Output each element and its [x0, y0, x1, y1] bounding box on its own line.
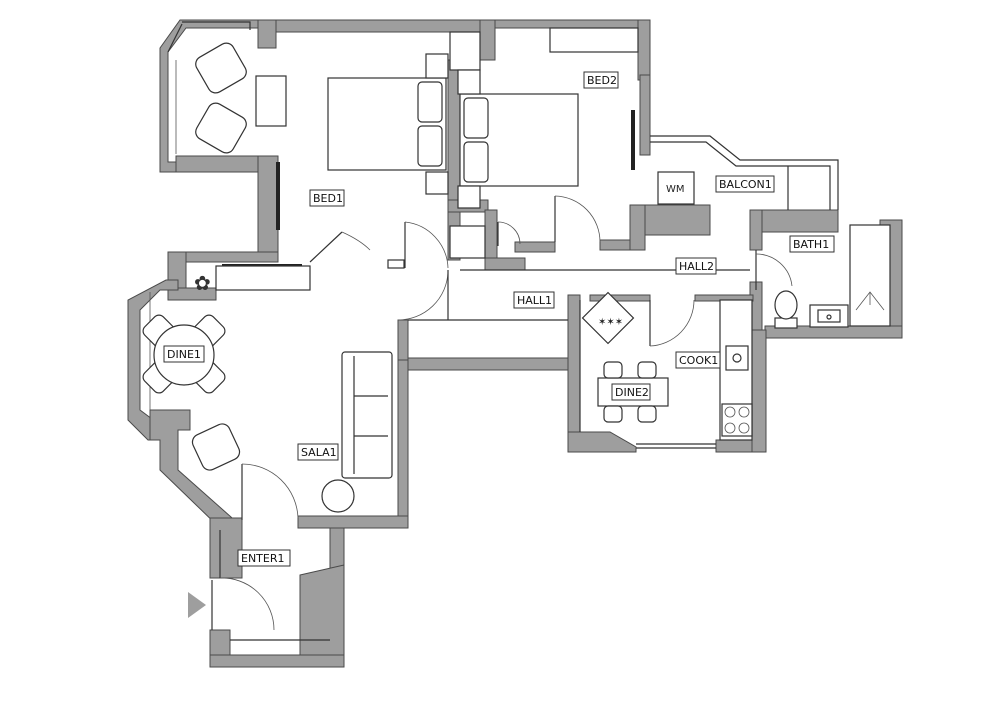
- svg-text:COOK1: COOK1: [679, 354, 718, 367]
- svg-text:BATH1: BATH1: [793, 238, 829, 251]
- svg-text:HALL1: HALL1: [517, 294, 552, 307]
- svg-text:DINE2: DINE2: [615, 386, 649, 399]
- svg-text:BED2: BED2: [587, 74, 617, 87]
- armchair: [195, 102, 247, 154]
- side-table: [321, 479, 355, 513]
- svg-text:BALCON1: BALCON1: [719, 178, 772, 191]
- entry-arrow-icon: [188, 592, 206, 618]
- armchair: [195, 42, 247, 94]
- label-dine2: DINE2: [611, 383, 651, 401]
- label-bed1: BED1: [309, 189, 345, 207]
- armchair: [191, 423, 241, 471]
- washing-machine: [657, 171, 695, 205]
- cooktop: [581, 291, 635, 345]
- svg-text:BED1: BED1: [313, 192, 343, 205]
- outlines: [149, 21, 891, 641]
- sofa: [341, 351, 393, 479]
- svg-text:HALL2: HALL2: [679, 260, 714, 273]
- svg-text:DINE1: DINE1: [167, 348, 201, 361]
- plant-icon: ✿: [194, 271, 211, 295]
- label-bath1: BATH1: [789, 235, 835, 253]
- label-dine1: DINE1: [163, 345, 205, 363]
- label-bed2: BED2: [583, 71, 619, 89]
- tv: [276, 162, 280, 230]
- label-balcon1: BALCON1: [715, 175, 775, 193]
- label-cook1: COOK1: [675, 351, 721, 369]
- tv: [631, 110, 635, 170]
- washing-machine-label: WM: [666, 184, 685, 195]
- doors: [211, 195, 793, 631]
- label-sala1: SALA1: [297, 443, 339, 461]
- stove: [721, 403, 753, 437]
- label-hall1: HALL1: [513, 291, 555, 309]
- svg-text:✶✶✶: ✶✶✶: [598, 317, 623, 328]
- label-enter1: ENTER1: [237, 549, 291, 567]
- svg-text:SALA1: SALA1: [301, 446, 337, 459]
- room-labels: BED1 BED2 BALCON1 BATH1 HALL2 HALL1 COOK…: [163, 71, 835, 567]
- svg-text:ENTER1: ENTER1: [241, 552, 285, 565]
- label-hall2: HALL2: [675, 257, 717, 275]
